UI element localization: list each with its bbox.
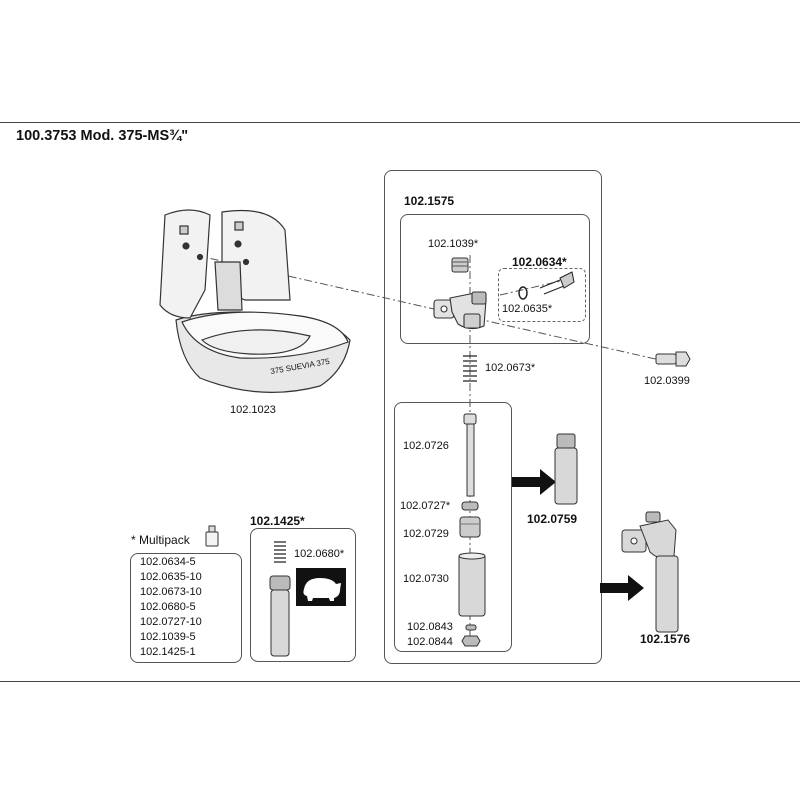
arrow-right-icon — [512, 469, 644, 601]
multipack-item: 102.0673-10 — [140, 586, 202, 598]
seal-kit-drawing — [518, 271, 575, 300]
sleeve-drawing — [458, 552, 486, 617]
pig-nipple-drawing — [269, 541, 291, 657]
multipack-list-box — [130, 553, 242, 663]
bowl-drawing — [159, 209, 351, 393]
box-icon — [205, 525, 219, 547]
washer-drawing — [461, 501, 479, 511]
multipack-item: 102.1039-5 — [140, 631, 196, 643]
pin-assembly-box — [394, 402, 512, 652]
multipack-item: 102.0634-5 — [140, 556, 196, 568]
page-title: 100.3753 Mod. 375-MS¾" — [16, 128, 189, 144]
multipack-item: 102.0727-10 — [140, 616, 202, 628]
assembly-short-drawing — [554, 433, 578, 505]
small-nut-label: 102.0844 — [407, 636, 453, 648]
cap-label: 102.0729 — [403, 528, 449, 540]
assembly-full-drawing — [621, 511, 679, 633]
seal-kit-box — [498, 268, 586, 322]
nut-drawing — [451, 257, 469, 273]
valve-assembly-box — [384, 170, 602, 664]
pig-nipple-label: 102.1425* — [250, 514, 305, 528]
pig-spring-label: 102.0680* — [294, 548, 345, 560]
bowl-label: 102.1023 — [230, 404, 276, 416]
multipack-item: 102.0680-5 — [140, 601, 196, 613]
cap-drawing — [459, 516, 481, 538]
spring-drawing — [463, 355, 477, 382]
pin-drawing — [463, 413, 477, 497]
spring-label: 102.0673* — [485, 362, 536, 374]
pin-label: 102.0726 — [403, 440, 449, 452]
assembly-full-label: 102.1576 — [640, 632, 691, 646]
multipack-item: 102.0635-10 — [140, 571, 202, 583]
disc-drawing — [461, 624, 481, 647]
bolt-drawing — [655, 351, 691, 367]
seal-kit-label: 102.0634* — [512, 255, 567, 269]
assembly-short-label: 102.0759 — [527, 512, 578, 526]
valve-group-box — [400, 214, 590, 344]
multipack-heading: * Multipack — [131, 533, 190, 547]
multipack-item: 102.1425-1 — [140, 646, 196, 658]
valve-group-label: 102.1575 — [404, 194, 455, 208]
oring-label: 102.0635* — [502, 303, 553, 315]
pig-nipple-box — [250, 528, 356, 662]
nut-label: 102.1039* — [428, 238, 479, 250]
pig-icon — [296, 568, 346, 606]
washer-label: 102.0727* — [400, 500, 451, 512]
disc-label: 102.0843 — [407, 621, 453, 633]
sleeve-label: 102.0730 — [403, 573, 449, 585]
valve-body-drawing — [433, 291, 487, 330]
bolt-label: 102.0399 — [644, 375, 690, 387]
diagram-frame — [0, 122, 800, 682]
